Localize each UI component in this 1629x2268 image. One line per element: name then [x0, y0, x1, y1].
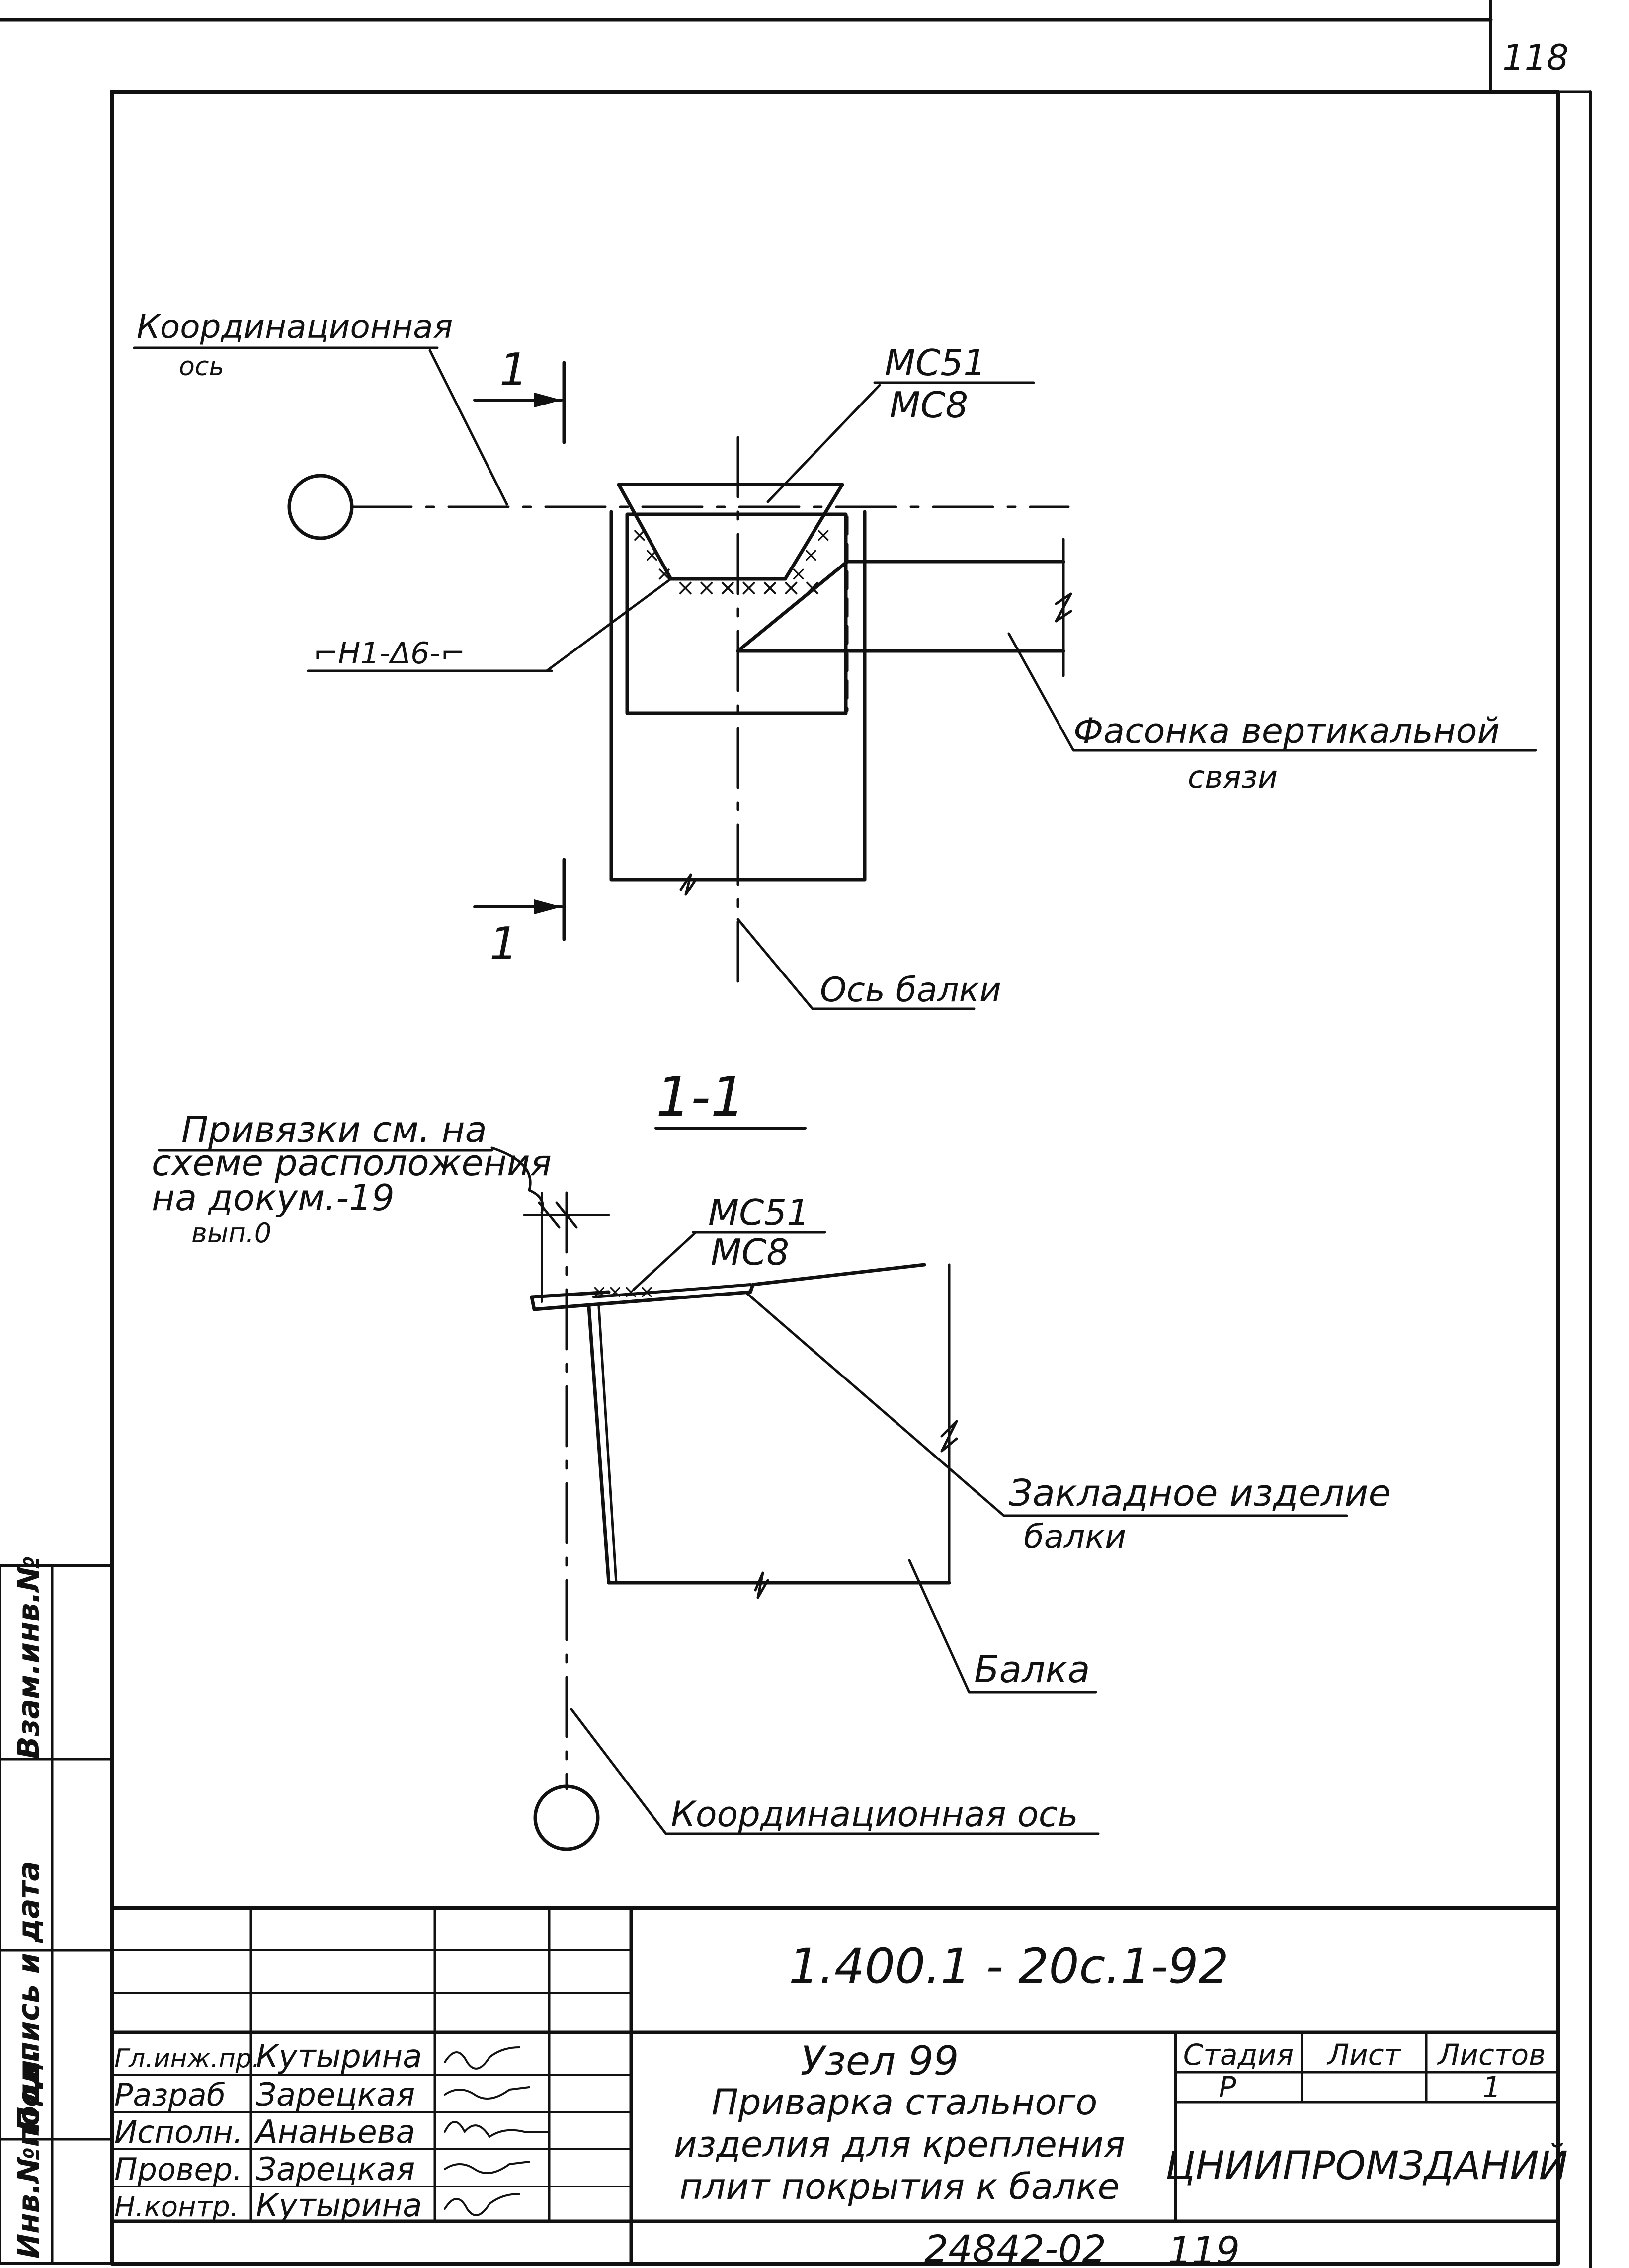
role-label: Гл.инж.пр.: [114, 2044, 260, 2074]
plate-trapezoid: [617, 483, 844, 581]
role-label: Разраб: [114, 2077, 226, 2113]
beam-axis-label: Ось балки: [820, 971, 1001, 1010]
mark-bottom-section: МС8: [711, 1231, 789, 1273]
side-stamp: [0, 1564, 113, 2265]
role-name: Кутырина: [256, 2187, 422, 2224]
footer-page: 119: [1168, 2228, 1240, 2268]
title-description-3: плит покрытия к балке: [679, 2166, 1120, 2207]
svg-text:×: ×: [815, 524, 832, 547]
svg-text:×: ×: [656, 563, 673, 585]
sheet-frame: [0, 0, 1592, 2268]
reference-note-4: вып.0: [191, 1217, 271, 1249]
sheet-header: Лист: [1327, 2038, 1402, 2072]
role-label: Н.контр.: [114, 2191, 239, 2223]
role-name: Зарецкая: [256, 2077, 415, 2113]
svg-text:×: ×: [790, 563, 807, 585]
svg-text:×: ×: [631, 524, 648, 547]
stage-value: Р: [1219, 2070, 1236, 2104]
mark-bottom-plan: МС8: [890, 384, 968, 426]
plan-view: ××××××× × × × × × × 1 1: [133, 344, 1537, 1010]
mark-top-plan: МС51: [885, 342, 986, 384]
role-label: Провер.: [114, 2151, 243, 2187]
signatures: [444, 2046, 550, 2216]
coord-axis-marker-top: [287, 474, 354, 540]
footer-code: 24842-02: [924, 2227, 1106, 2268]
role-label: Исполн.: [114, 2114, 243, 2150]
gusset-label: Фасонка вертикальной: [1073, 711, 1500, 751]
coord-axis-label-top-2: ось: [179, 352, 224, 382]
reference-note-2: схеме расположения: [152, 1142, 552, 1184]
reference-note-3: на докум.-19: [152, 1177, 395, 1218]
embed-label-2: балки: [1024, 1518, 1126, 1556]
svg-text:×: ×: [644, 544, 660, 567]
section-mark-top: 1: [499, 344, 528, 396]
section-title: 1-1: [656, 1065, 745, 1129]
svg-text:×: ×: [803, 544, 819, 567]
gusset-label-2: связи: [1188, 759, 1278, 795]
gusset-plate: [736, 560, 1065, 653]
weld-label: ⌐Н1-Δ6-⌐: [313, 636, 465, 671]
stamp-podpis-data: Подпись и дата: [11, 1861, 46, 2132]
node-title: Узел 99: [801, 2038, 959, 2084]
title-description-2: изделия для крепления: [674, 2123, 1125, 2165]
stamp-vzam-inv: Взам.инв.№: [11, 1556, 46, 1759]
reference-note: Привязки см. на: [181, 1109, 487, 1150]
coord-axis-label-bottom: Координационная ось: [671, 1794, 1078, 1835]
embed-label: Закладное изделие: [1009, 1472, 1391, 1515]
organization: ЦНИИПРОМЗДАНИЙ: [1165, 2142, 1568, 2188]
role-name: Кутырина: [256, 2038, 422, 2075]
sheet-number: 118: [1502, 37, 1569, 78]
section-view: ××××: [158, 1146, 1348, 1851]
weld-crosses: ×××××××: [676, 574, 824, 601]
coord-axis-label-top: Координационная: [137, 308, 453, 346]
mark-top-section: МС51: [708, 1192, 810, 1233]
beam-label: Балка: [974, 1648, 1090, 1691]
slab-outline: [530, 1263, 926, 1311]
stamp-inv-podl: Инв.№подл.: [11, 2049, 46, 2259]
title-block: [110, 1906, 1560, 2266]
role-name: Зарецкая: [256, 2151, 415, 2188]
sheets-value: 1: [1483, 2070, 1501, 2104]
stage-header: Стадия: [1183, 2038, 1294, 2072]
sheets-header: Листов: [1437, 2038, 1546, 2072]
coord-axis-marker-bottom: [533, 1784, 600, 1851]
doc-code: 1.400.1 - 20с.1-92: [789, 1939, 1228, 1994]
section-mark-bottom: 1: [489, 918, 518, 970]
title-description: Приварка стального: [712, 2081, 1098, 2123]
role-name: Ананьева: [254, 2114, 415, 2151]
svg-text:××××: ××××: [591, 1281, 654, 1302]
